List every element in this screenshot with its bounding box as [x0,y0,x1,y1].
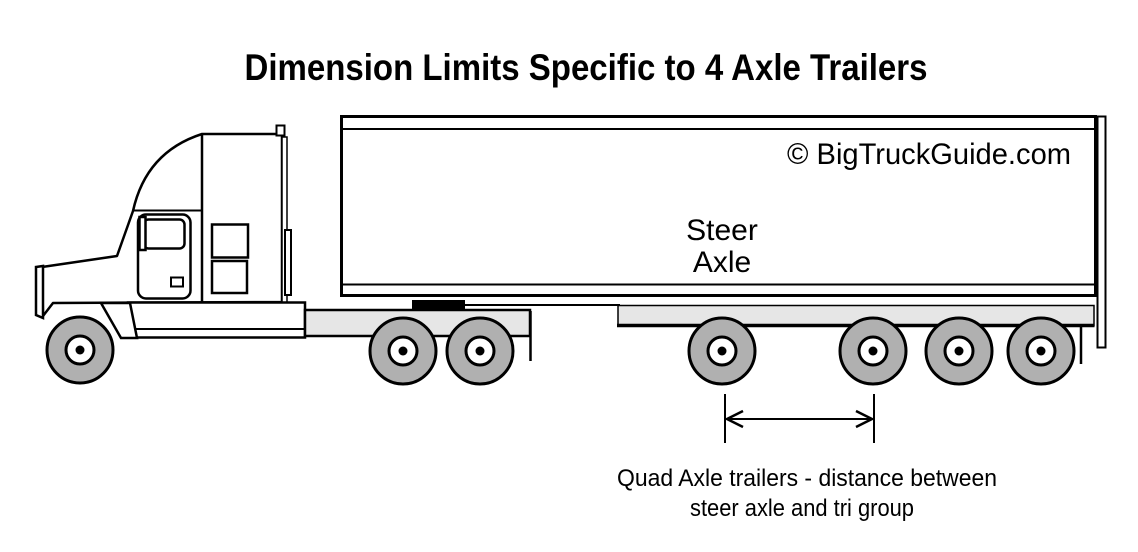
steer-axle-label-line2: Axle [693,246,751,279]
sleeper-window-lower [210,259,249,295]
page-title: Dimension Limits Specific to 4 Axle Trai… [245,47,928,88]
arrowhead-right-icon [855,409,875,429]
door-handle [170,276,184,288]
trailer-rear-post [1096,115,1107,349]
steer-axle-label-line1: Steer [686,214,758,247]
front-bumper [34,264,45,320]
tractor-step-skirt-box [126,301,307,339]
trailer-tri-group-wheel-2 [924,316,994,386]
front-fender [98,301,139,340]
watermark: © BigTruckGuide.com [787,138,1071,171]
arrowhead-left-icon [724,409,744,429]
sleeper-window-upper [210,223,250,259]
tractor-drive-wheel-2 [445,316,515,386]
sleeper-back-trim [284,229,292,296]
trailer-box [340,115,1097,297]
tractor-drive-wheel-1 [368,316,438,386]
tractor-front-wheel [45,315,115,385]
fifth-wheel-coupling [412,300,465,311]
cab-door [136,213,192,300]
sleeper-back-strip [281,136,288,303]
trailer-tri-group-wheel-3 [1006,316,1076,386]
exhaust-stack [275,124,286,137]
trailer-tri-group-wheel-1 [838,316,908,386]
dimension-arrow [724,394,875,443]
door-window-vent [138,215,147,252]
caption-line1: Quad Axle trailers - distance between [617,465,997,492]
caption-line2: steer axle and tri group [690,495,914,522]
trailer-steer-axle-wheel [687,316,757,386]
